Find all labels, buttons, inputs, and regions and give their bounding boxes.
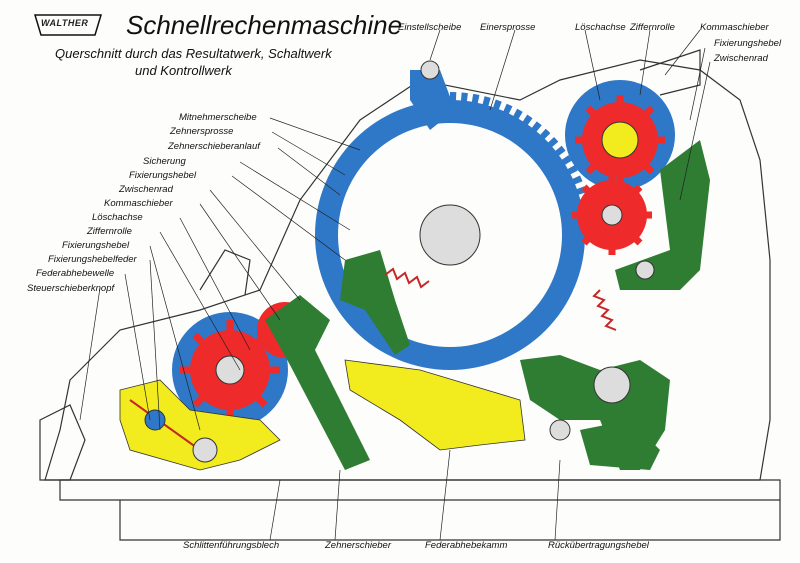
walther-logo [33, 14, 103, 36]
right-gear-hub [601, 121, 639, 159]
label-loeschachse-top: Löschachse [575, 22, 626, 33]
housing-outline [39, 49, 781, 541]
green-levers [265, 140, 710, 470]
label-rueckuebertragungshebel: Rückübertragungshebel [548, 540, 649, 551]
label-federabhebewelle: Federabhebewelle [36, 268, 115, 279]
label-mitnehmerscheibe: Mitnehmerscheibe [179, 112, 257, 123]
zwischenrad-hub [601, 204, 623, 226]
label-fixierungshebel-top: Fixierungshebel [714, 38, 782, 49]
label-zehnersprosse: Zehnersprosse [170, 126, 234, 137]
label-zwischenrad-left: Zwischenrad [119, 184, 173, 195]
label-fixierungshebel-left2: Fixierungshebel [62, 240, 130, 251]
label-sicherung: Sicherung [143, 156, 186, 167]
label-zehnerschieber: Zehnerschieber [325, 540, 392, 551]
subtitle-line1: Querschnitt durch das Resultatwerk, Scha… [55, 46, 332, 61]
label-federabhebekamm: Federabhebekamm [425, 540, 508, 551]
label-kommaschieber-top: Kommaschieber [700, 22, 769, 33]
label-steuerschieberknopf: Steuerschieberknopf [27, 283, 115, 294]
label-fixierungshebelfeder: Fixierungshebelfeder [48, 254, 137, 265]
label-ziffernrolle-top: Ziffernrolle [630, 22, 675, 33]
subtitle-line2: und Kontrollwerk [135, 63, 232, 78]
left-gear-hub [215, 355, 245, 385]
label-zehnerschieberanlauf: Zehnerschieberanlauf [168, 141, 260, 152]
label-schlittenfuehrungsblech: Schlittenführungsblech [183, 540, 280, 551]
label-zwischenrad-top: Zwischenrad [714, 53, 768, 64]
label-kommaschieber-left: Kommaschieber [104, 198, 173, 209]
label-ziffernrolle-left: Ziffernrolle [87, 226, 132, 237]
label-loeschachse-left: Löschachse [92, 212, 143, 223]
label-fixierungshebel-left: Fixierungshebel [129, 170, 197, 181]
blue-resultat-ring [315, 70, 593, 370]
axles [144, 60, 655, 463]
diagram-title: Schnellrechenmaschine [126, 10, 403, 40]
logo-text: WALTHER [41, 18, 89, 28]
yellow-zehnerschieber [119, 359, 526, 471]
label-einersprosse: Einersprosse [480, 22, 536, 33]
springs [129, 267, 617, 451]
label-einstellscheibe: Einstellscheibe [398, 22, 462, 33]
leader-lines [79, 29, 711, 541]
